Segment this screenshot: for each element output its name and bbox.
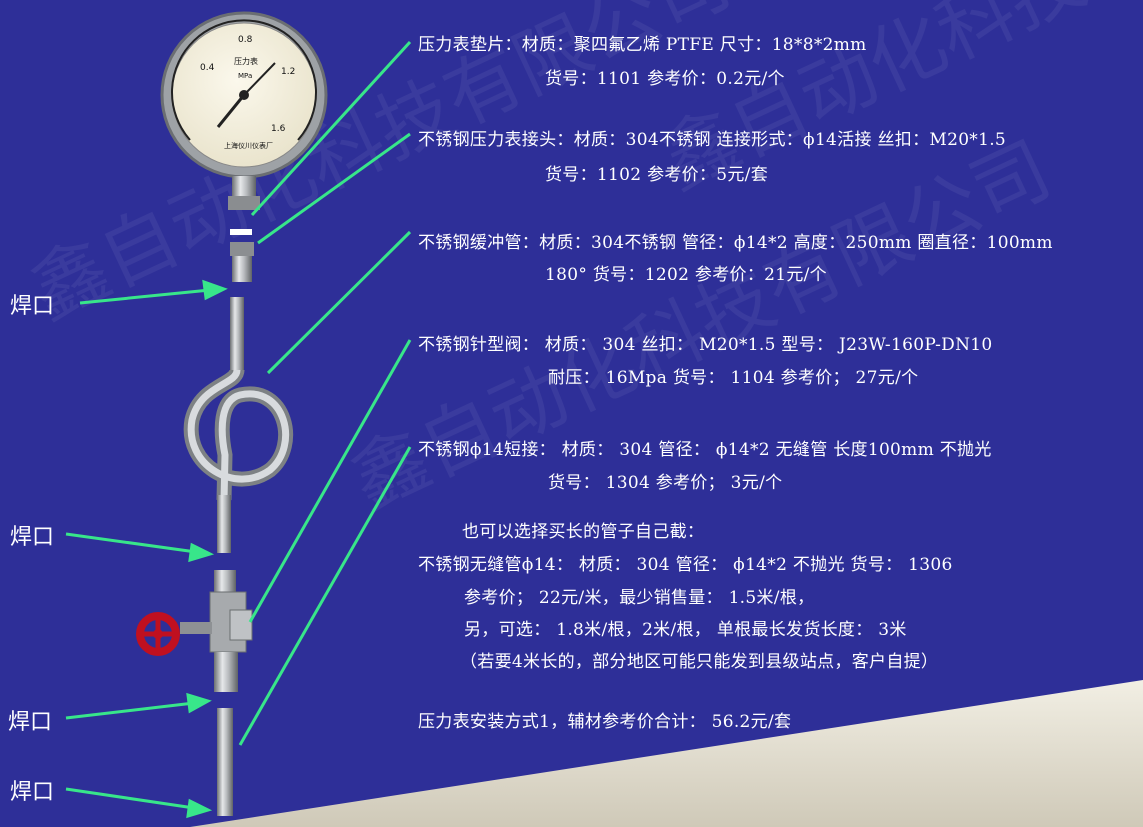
pressure-gauge-icon: 0.4 0.8 1.2 1.6 压力表 MPa 上海仪川仪表厂	[160, 11, 328, 210]
large-pipe-floor	[190, 680, 1143, 827]
alt-line2: 参考价； 22元/米，最少销售量： 1.5米/根，	[464, 588, 815, 608]
item-buffer-line1: 不锈钢缓冲管：材质：304不锈钢 管径：ϕ14*2 高度：250mm 圈直径：1…	[418, 233, 1053, 253]
connector-icon	[230, 242, 254, 282]
gauge-face-label: 压力表	[234, 56, 258, 66]
item-gasket-line2: 货号：1101 参考价：0.2元/个	[545, 69, 785, 89]
weld-label: 焊口	[8, 710, 53, 735]
alt-line1: 不锈钢无缝管ϕ14： 材质： 304 管径： ϕ14*2 不抛光 货号： 130…	[418, 555, 953, 575]
gauge-tick-label: 0.4	[200, 63, 215, 73]
item-connector-line2: 货号：1102 参考价：5元/套	[545, 165, 769, 185]
item-short-pipe-line1: 不锈钢ϕ14短接： 材质： 304 管径： ϕ14*2 无缝管 长度100mm …	[418, 440, 992, 460]
callout-lines	[65, 40, 412, 819]
short-pipe-icon	[217, 708, 233, 816]
needle-valve-icon	[136, 570, 253, 692]
gasket-icon	[230, 229, 252, 235]
item-short-pipe-line2: 货号： 1304 参考价； 3元/个	[548, 473, 783, 493]
gauge-tick-label: 0.8	[238, 35, 253, 45]
alt-line4: （若要4米长的，部分地区可能只能发到县级站点，客户自提）	[460, 652, 939, 672]
weld-label: 焊口	[10, 780, 55, 805]
gauge-maker-label: 上海仪川仪表厂	[224, 141, 273, 150]
gauge-unit-label: MPa	[238, 72, 252, 80]
item-connector-line1: 不锈钢压力表接头：材质：304不锈钢 连接形式：ϕ14活接 丝扣：M20*1.5	[418, 130, 1007, 150]
item-buffer-line2: 180° 货号：1202 参考价：21元/个	[545, 265, 827, 285]
alt-intro: 也可以选择买长的管子自己截：	[462, 522, 705, 542]
item-gasket-line1: 压力表垫片：材质：聚四氟乙烯 PTFE 尺寸：18*8*2mm	[418, 35, 867, 55]
gauge-tick-label: 1.6	[271, 124, 286, 134]
item-valve-line2: 耐压： 16Mpa 货号： 1104 参考价； 27元/个	[548, 368, 919, 388]
total-price: 压力表安装方式1，辅材参考价合计： 56.2元/套	[418, 712, 792, 732]
weld-label: 焊口	[10, 294, 55, 319]
weld-label: 焊口	[10, 525, 55, 550]
item-valve-line1: 不锈钢针型阀： 材质： 304 丝扣： M20*1.5 型号： J23W-160…	[418, 335, 993, 355]
gauge-tick-label: 1.2	[281, 67, 295, 77]
alt-line3: 另，可选： 1.8米/根，2米/根， 单根最长发货长度： 3米	[464, 620, 907, 640]
buffer-pipe-icon	[183, 297, 293, 553]
